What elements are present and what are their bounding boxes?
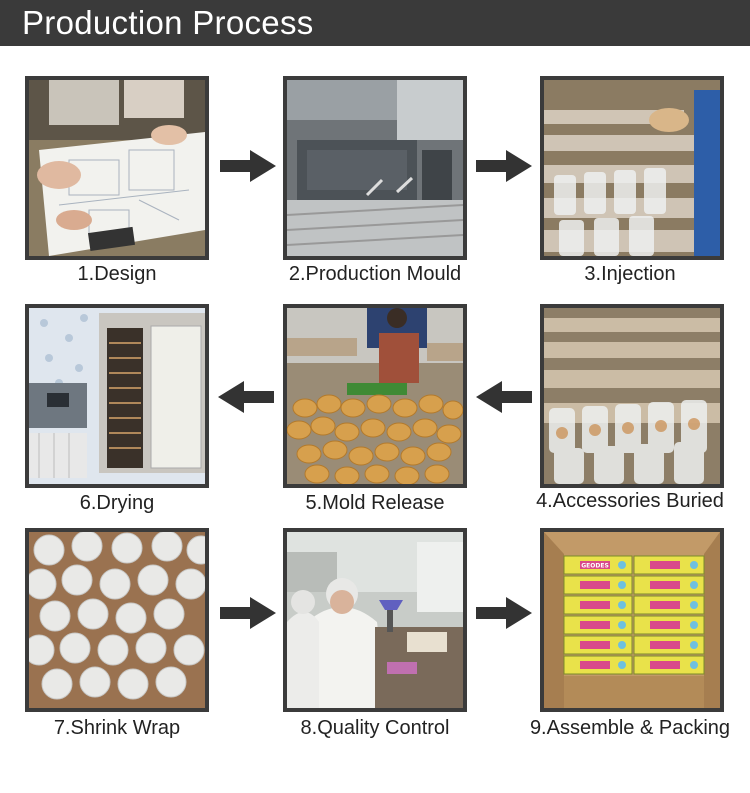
arrow-right-icon bbox=[220, 597, 276, 629]
arrow-right-icon bbox=[476, 597, 532, 629]
step-9-label: 9.Assemble & Packing bbox=[529, 717, 731, 739]
header-bar: Production Process bbox=[0, 0, 750, 46]
step-4-label: 4.Accessories Buried bbox=[536, 490, 724, 512]
box-label: GEODES bbox=[581, 563, 609, 570]
step-2-label: 2.Production Mould bbox=[288, 263, 462, 285]
arrow-right-icon bbox=[476, 150, 532, 182]
arrow-right-icon bbox=[220, 150, 276, 182]
step-1-design-photo bbox=[25, 76, 209, 260]
step-7-shrink-wrap-photo bbox=[25, 528, 209, 712]
step-6-drying-photo bbox=[25, 304, 209, 488]
step-8-quality-control-photo bbox=[283, 528, 467, 712]
step-3-injection-photo bbox=[540, 76, 724, 260]
page-title: Production Process bbox=[22, 4, 314, 41]
step-1-label: 1.Design bbox=[77, 263, 157, 285]
step-8-label: 8.Quality Control bbox=[300, 717, 450, 739]
step-5-label: 5.Mold Release bbox=[305, 492, 445, 514]
step-4-accessories-buried-photo bbox=[540, 304, 724, 488]
step-5-mold-release-photo bbox=[283, 304, 467, 488]
arrow-left-icon bbox=[218, 381, 274, 413]
step-3-label: 3.Injection bbox=[584, 263, 676, 285]
step-9-packing-photo: GEODES bbox=[540, 528, 724, 712]
step-7-label: 7.Shrink Wrap bbox=[53, 717, 181, 739]
step-6-label: 6.Drying bbox=[79, 492, 155, 514]
arrow-left-icon bbox=[476, 381, 532, 413]
step-2-mould-photo bbox=[283, 76, 467, 260]
